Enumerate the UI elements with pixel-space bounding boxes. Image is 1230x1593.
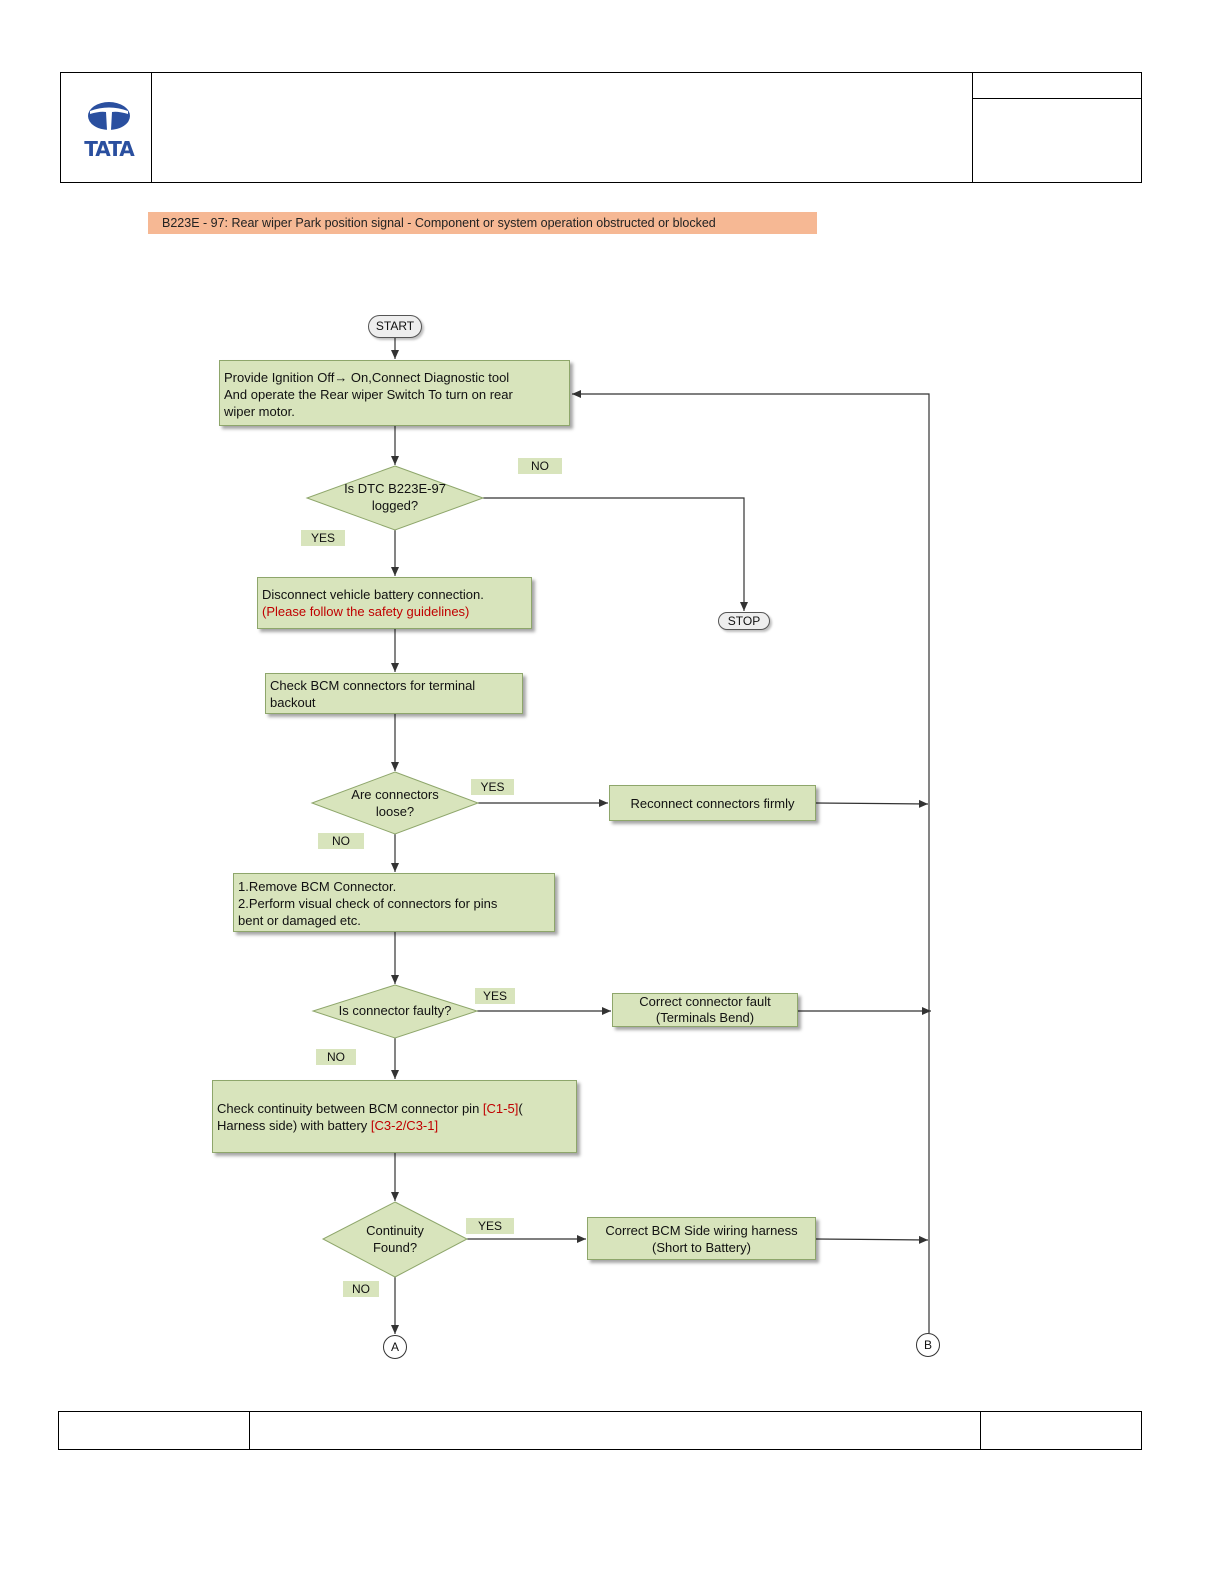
decision2-line1: Are connectors xyxy=(351,787,439,802)
decision3-yes-label: YES xyxy=(475,988,515,1004)
connector-fault-box: Correct connector fault (Terminals Bend) xyxy=(612,993,798,1027)
step5-pin-c3: [C3-2/C3-1] xyxy=(370,1118,439,1133)
step5-pin-c1-5: [C1-5] xyxy=(482,1101,519,1116)
tata-emblem-icon xyxy=(88,102,130,130)
decision3-no-label: NO xyxy=(316,1049,356,1065)
decision4-line1: Continuity xyxy=(366,1223,424,1238)
step2-line2: (Please follow the safety guidelines) xyxy=(262,604,470,619)
decision2-line2: loose? xyxy=(375,804,415,819)
decision1-line2: logged? xyxy=(371,498,419,513)
decision1-no-label: NO xyxy=(518,458,562,474)
step1-line2: And operate the Rear wiper Switch To tur… xyxy=(224,387,513,402)
decision2-diamond xyxy=(310,771,480,835)
decision2-no-label: NO xyxy=(318,833,364,849)
connector-a: A xyxy=(383,1335,407,1359)
arrow-reconnect-loop xyxy=(815,799,929,808)
connector-fault-line2: (Terminals Bend) xyxy=(655,1010,755,1025)
footer-divider-right xyxy=(980,1411,981,1450)
decision1-yes-label: YES xyxy=(301,530,345,546)
header-divider-row xyxy=(972,98,1142,99)
dtc-title: B223E - 97: Rear wiper Park position sig… xyxy=(148,212,817,234)
step1-box: Provide Ignition Off→ On,Connect Diagnos… xyxy=(219,360,570,426)
step1-line1: Provide Ignition Off→ On,Connect Diagnos… xyxy=(224,370,510,385)
footer-frame xyxy=(58,1411,1142,1450)
step4-line2: 2.Perform visual check of connectors for… xyxy=(238,896,498,911)
arrow-decision1-stop xyxy=(483,497,748,611)
step3-line2: backout xyxy=(270,695,316,710)
decision2-yes-label: YES xyxy=(471,779,514,795)
step5-line1-tail: ( xyxy=(518,1101,523,1116)
step5-line2-text: Harness side) with battery xyxy=(217,1118,371,1133)
step4-line1: 1.Remove BCM Connector. xyxy=(238,879,397,894)
header-divider-right xyxy=(972,72,973,183)
step1-line3: wiper motor. xyxy=(224,404,295,419)
step5-line1-text: Check continuity between BCM connector p… xyxy=(217,1101,483,1116)
step4-box: 1.Remove BCM Connector. 2.Perform visual… xyxy=(233,873,555,932)
decision4-text: Continuity Found? xyxy=(335,1222,455,1256)
decision2-text: Are connectors loose? xyxy=(330,786,460,820)
decision4-yes-label: YES xyxy=(466,1218,514,1234)
step3-box: Check BCM connectors for terminal backou… xyxy=(265,673,523,714)
reconnect-box: Reconnect connectors firmly xyxy=(609,785,816,821)
step2-box: Disconnect vehicle battery connection. (… xyxy=(257,577,532,629)
decision4-no-label: NO xyxy=(343,1281,379,1297)
decision1-diamond xyxy=(305,465,485,531)
decision4-line2: Found? xyxy=(372,1240,418,1255)
stop-terminal: STOP xyxy=(718,612,770,630)
start-terminal: START xyxy=(368,315,422,338)
connector-fault-line1: Correct connector fault xyxy=(639,994,771,1009)
connector-b: B xyxy=(916,1333,940,1357)
decision1-text: Is DTC B223E-97 logged? xyxy=(320,480,470,514)
step5-line1: Check continuity between BCM connector p… xyxy=(217,1100,572,1117)
decision4-diamond xyxy=(321,1201,469,1278)
step5-line2: Harness side) with battery [C3-2/C3-1] xyxy=(217,1117,572,1134)
logo-text: TATA xyxy=(84,137,135,161)
decision1-line1: Is DTC B223E-97 xyxy=(344,481,446,496)
step4-line3: bent or damaged etc. xyxy=(238,913,361,928)
step2-line1: Disconnect vehicle battery connection. xyxy=(262,587,484,602)
tata-logo: TATA xyxy=(78,100,140,161)
decision3-diamond xyxy=(311,984,479,1039)
harness-box: Correct BCM Side wiring harness (Short t… xyxy=(587,1217,816,1260)
header-divider-left xyxy=(151,72,152,183)
step3-line1: Check BCM connectors for terminal xyxy=(270,678,476,693)
harness-line2: (Short to Battery) xyxy=(652,1240,751,1255)
decision3-text: Is connector faulty? xyxy=(338,1003,452,1018)
footer-divider-left xyxy=(249,1411,250,1450)
harness-line1: Correct BCM Side wiring harness xyxy=(605,1223,798,1238)
arrow-harness-loop xyxy=(815,1235,929,1244)
header-frame xyxy=(60,72,1142,183)
step5-box: Check continuity between BCM connector p… xyxy=(212,1080,577,1153)
loop-back-line xyxy=(572,390,930,1333)
